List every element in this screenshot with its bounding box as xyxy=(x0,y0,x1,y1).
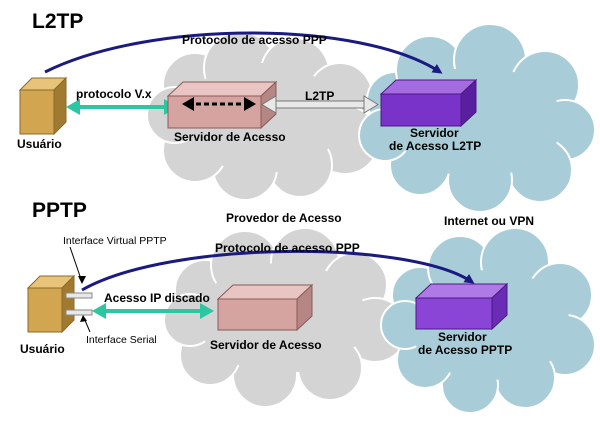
access-server-label-bottom: Servidor de Acesso xyxy=(210,338,322,352)
access-server-label-top: Servidor de Acesso xyxy=(174,130,286,144)
ppp-arc-bottom xyxy=(81,249,475,292)
interface-virtual-label: Interface Virtual PPTP xyxy=(63,235,167,247)
l2tp-title: L2TP xyxy=(32,10,83,33)
interface-serial-label: Interface Serial xyxy=(86,334,157,346)
user-computer-top xyxy=(18,76,68,136)
access-server-bottom xyxy=(216,283,314,332)
user-computer-bottom xyxy=(26,274,76,334)
pptp-title: PPTP xyxy=(32,199,87,222)
l2tp-server xyxy=(379,78,478,128)
ppp-arc-top xyxy=(44,31,443,74)
access-server-top xyxy=(166,80,278,130)
pptp-server xyxy=(414,282,509,331)
internet-label: Internet ou VPN xyxy=(444,214,534,228)
serial-interface-port xyxy=(65,309,93,316)
l2tp-tunnel-label: L2TP xyxy=(305,89,334,103)
l2tp-server-label-2: de Acesso L2TP xyxy=(389,139,481,153)
l2tp-server-label-1: Servidor xyxy=(410,126,459,140)
pptp-server-label-2: de Acesso PPTP xyxy=(418,343,512,357)
user-label-bottom: Usuário xyxy=(20,342,65,356)
dial-access-arrow xyxy=(92,303,214,319)
provider-label: Provedor de Acesso xyxy=(226,211,342,225)
ppp-label-bottom: Protocolo de acesso PPP xyxy=(215,241,360,255)
vx-protocol-label: protocolo V.x xyxy=(76,87,152,101)
l2tp-tunnel-arrow xyxy=(261,95,379,114)
user-label-top: Usuário xyxy=(17,137,62,151)
pptp-server-label-1: Servidor xyxy=(438,330,487,344)
dial-access-label: Acesso IP discado xyxy=(104,291,210,305)
ppp-label-top: Protocolo de acesso PPP xyxy=(182,33,327,47)
virtual-interface-port xyxy=(65,292,93,299)
